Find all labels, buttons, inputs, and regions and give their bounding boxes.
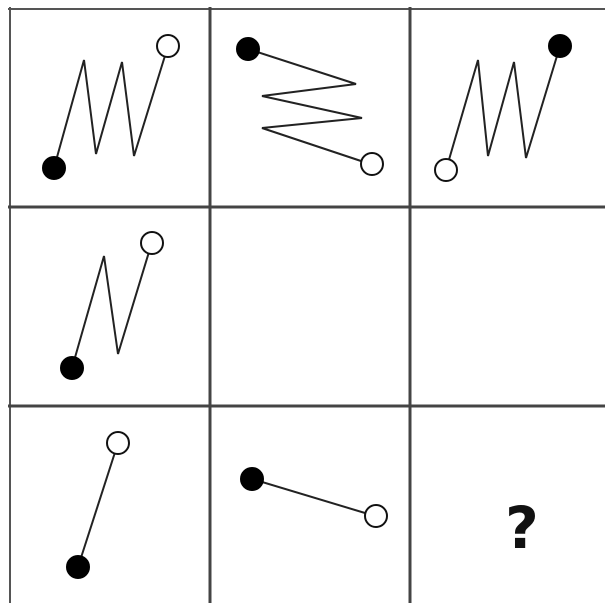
cell-r3c1	[67, 432, 129, 578]
white-end-dot	[361, 153, 383, 175]
white-end-dot	[107, 432, 129, 454]
black-end-dot	[67, 556, 89, 578]
rod-wire	[252, 479, 375, 516]
black-end-dot	[61, 357, 83, 379]
cell-r1c1	[43, 35, 179, 179]
spring-wire	[446, 46, 560, 170]
cell-r3c3: ?	[505, 494, 539, 562]
black-end-dot	[241, 468, 263, 490]
cell-r1c3	[435, 35, 571, 181]
cell-r3c2	[241, 468, 387, 527]
black-end-dot	[237, 38, 259, 60]
black-end-dot	[549, 35, 571, 57]
spring-wire	[248, 49, 370, 164]
cell-r1c2	[237, 38, 383, 175]
rod-wire	[78, 443, 118, 567]
question-mark: ?	[505, 494, 539, 562]
white-end-dot	[141, 232, 163, 254]
white-end-dot	[365, 505, 387, 527]
spring-wire	[72, 242, 152, 368]
cell-r2c1	[61, 232, 163, 379]
black-end-dot	[43, 157, 65, 179]
white-end-dot	[435, 159, 457, 181]
spring-wire	[54, 46, 168, 168]
white-end-dot	[157, 35, 179, 57]
